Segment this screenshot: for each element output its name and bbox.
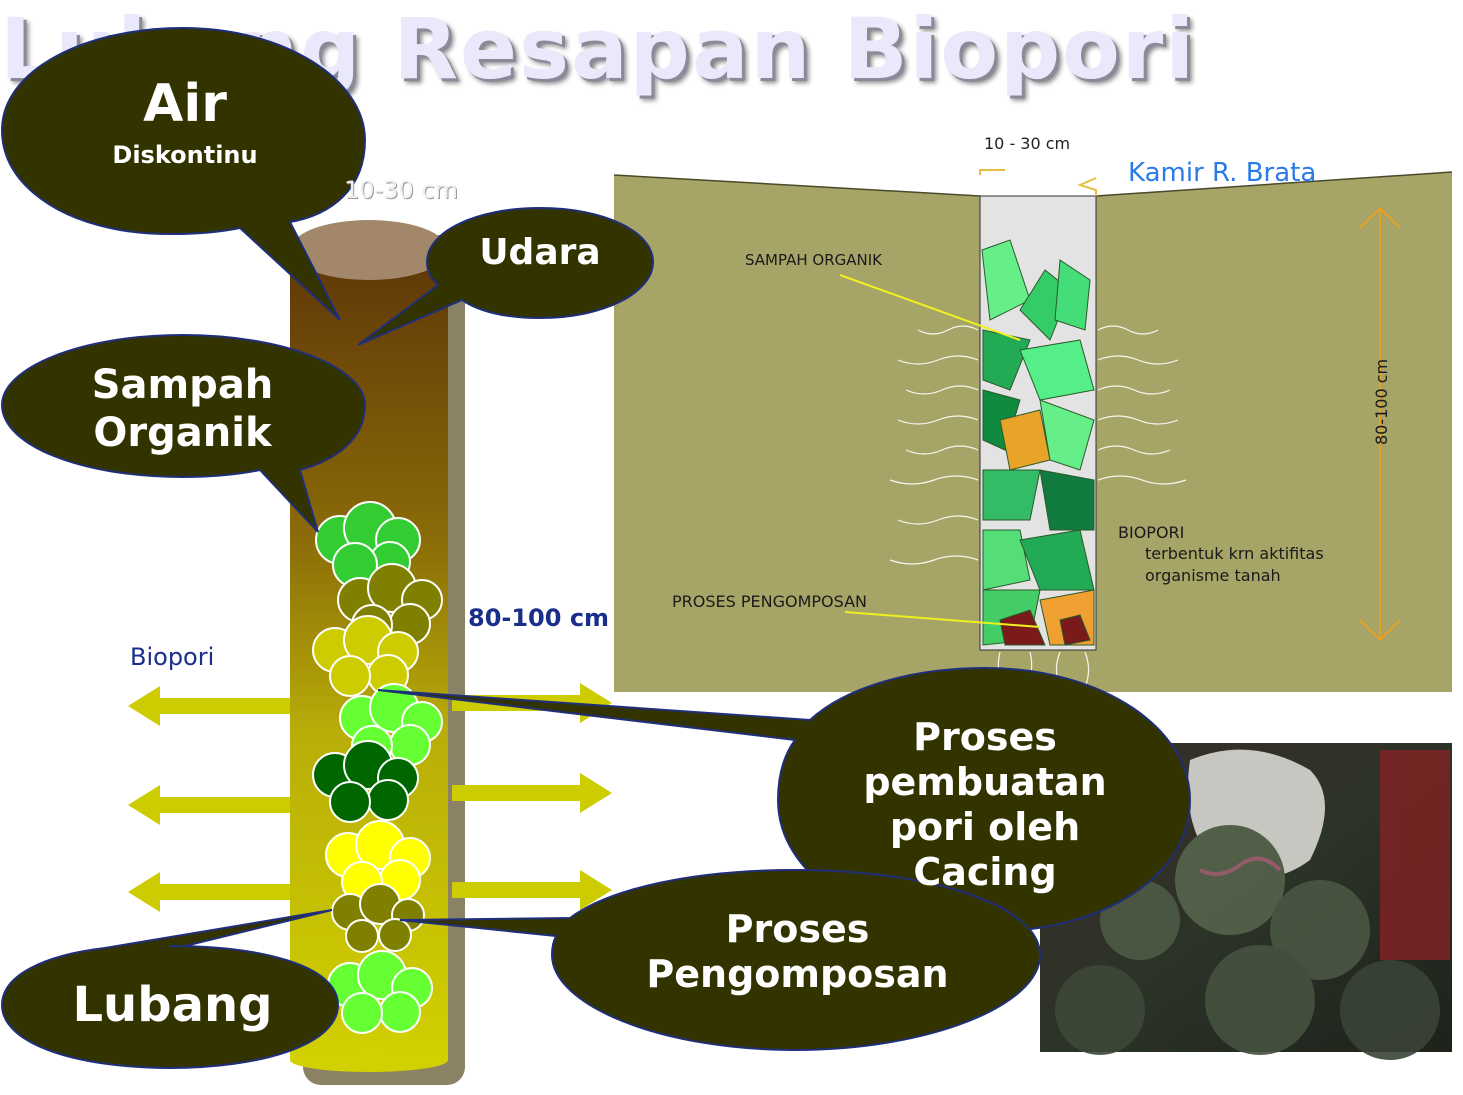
sampah-callout-line1: Sampah: [60, 362, 305, 408]
cacing-callout-line4: Cacing: [845, 851, 1125, 895]
width-bracket: [980, 170, 1005, 175]
column-diameter-label: 10-30 cm: [344, 176, 458, 204]
arrow-left-1: [128, 686, 290, 726]
cross-width-label: 10 - 30 cm: [984, 134, 1070, 153]
udara-callout: Udara: [455, 232, 625, 273]
column-depth-label: 80-100 cm: [468, 604, 609, 632]
cacing-callout-line1: Proses: [845, 716, 1125, 760]
biopori-desc-line1: terbentuk krn aktifitas: [1145, 544, 1324, 563]
kompos-callout-line2: Pengomposan: [640, 953, 955, 997]
air-callout-title: Air: [90, 75, 280, 135]
author-label: Kamir R. Brata: [1128, 158, 1316, 188]
cacing-callout-line2: pembuatan: [845, 761, 1125, 805]
arrow-right-2: [452, 773, 612, 813]
arrow-left-3: [128, 872, 290, 912]
air-callout-subtitle: Diskontinu: [80, 142, 290, 170]
lubang-callout: Lubang: [55, 978, 290, 1033]
cacing-callout-line3: pori oleh: [845, 806, 1125, 850]
cross-depth-label: 80-100 cm: [1372, 359, 1391, 445]
organic-waste-fill: [982, 240, 1094, 645]
column-bottom: [290, 1048, 448, 1072]
kompos-callout-line1: Proses: [640, 908, 955, 952]
sampah-callout-line2: Organik: [60, 410, 305, 456]
arrow-left-2: [128, 785, 290, 825]
arrow-right-3: [452, 870, 612, 910]
bubble-air: [2, 28, 365, 320]
biopori-desc-line2: organisme tanah: [1145, 566, 1281, 585]
proses-pengomposan-label: PROSES PENGOMPOSAN: [672, 592, 867, 611]
sampah-organik-label: SAMPAH ORGANIK: [745, 251, 882, 269]
biopori-label: Biopori: [130, 643, 214, 671]
biopori-title-label: BIOPORI: [1118, 523, 1184, 542]
